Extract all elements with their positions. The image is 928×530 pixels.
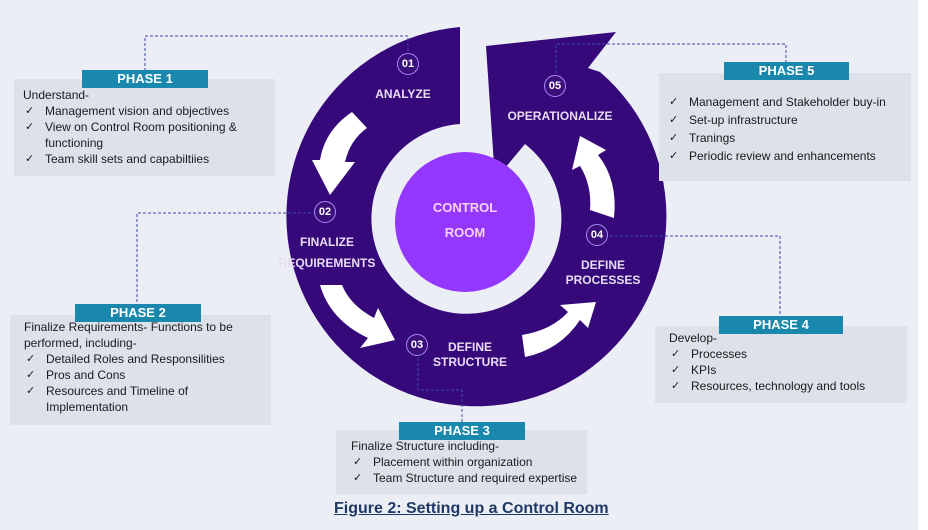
phase-5-item: ✓Tranings	[669, 131, 736, 145]
step-label-line: REQUIREMENTS	[278, 256, 376, 270]
phase-2-item: ✓Pros and Cons	[26, 368, 126, 382]
connectors	[136, 35, 787, 422]
check-icon: ✓	[669, 150, 679, 162]
check-icon: ✓	[671, 348, 681, 360]
phase-5-item: ✓Management and Stakeholder buy-in	[669, 95, 886, 109]
arrow-processes-to-operationalize-icon	[572, 136, 615, 218]
step-label-define-structure: DEFINE STRUCTURE	[425, 340, 515, 370]
phase-2-intro: Finalize Requirements- Functions to be p…	[24, 320, 233, 350]
arrow-finalize-to-structure-icon	[320, 285, 395, 348]
phase-3-tag: PHASE 3	[399, 422, 525, 440]
check-icon: ✓	[669, 114, 679, 126]
step-label-line: PROCESSES	[565, 273, 641, 287]
center-label-line1: CONTROL	[432, 200, 498, 215]
step-label-line: ANALYZE	[375, 87, 431, 101]
step-label-line: OPERATIONALIZE	[507, 109, 613, 123]
phase-2-item: ✓Detailed Roles and Responsilities	[26, 352, 225, 366]
step-number-02: 02	[314, 201, 336, 223]
phase-5-item: ✓Set-up infrastructure	[669, 113, 798, 127]
phase-3-item: ✓Team Structure and required expertise	[353, 471, 578, 485]
phase-3-intro: Finalize Structure including-	[351, 439, 500, 453]
step-number-04: 04	[586, 224, 608, 246]
step-label-line: DEFINE	[447, 340, 492, 354]
check-icon: ✓	[671, 380, 681, 392]
check-icon: ✓	[25, 153, 35, 165]
phase-1-item: ✓Team skill sets and capabiltiies	[25, 152, 210, 166]
arrow-analyze-to-finalize-icon	[312, 112, 367, 195]
phase-5-item: ✓Periodic review and enhancements	[669, 149, 876, 163]
phase-3-item: ✓Placement within organization	[353, 455, 533, 469]
phase-3-box: Finalize Structure including- ✓Placement…	[336, 430, 587, 494]
step-number-01: 01	[397, 53, 419, 75]
phase-1-intro: Understand-	[23, 88, 90, 102]
figure-caption: Figure 2: Setting up a Control Room	[334, 500, 609, 517]
phase-1-item: ✓Management vision and objectives	[25, 104, 230, 118]
phase-4-intro: Develop-	[669, 331, 718, 345]
check-icon: ✓	[26, 385, 36, 397]
check-icon: ✓	[669, 132, 679, 144]
phase-1-tag: PHASE 1	[82, 70, 208, 88]
step-number-03: 03	[406, 334, 428, 356]
phase-5-tag: PHASE 5	[724, 62, 849, 80]
check-icon: ✓	[671, 364, 681, 376]
arrow-structure-to-processes-icon	[522, 302, 596, 357]
connector-phase-2	[136, 212, 316, 305]
connector-phase-4	[610, 235, 781, 316]
phase-4-item: ✓KPIs	[671, 363, 717, 377]
phase-2-item: ✓Resources and Timeline of Implementatio…	[26, 384, 189, 414]
phase-4-box: Develop- ✓Processes ✓KPIs ✓Resources, te…	[655, 326, 907, 403]
step-label-line: STRUCTURE	[433, 355, 507, 369]
phase-1-item: ✓View on Control Room positioning & func…	[25, 120, 237, 150]
check-icon: ✓	[353, 456, 363, 468]
check-icon: ✓	[25, 105, 35, 117]
check-icon: ✓	[669, 96, 679, 108]
phase-2-tag: PHASE 2	[75, 304, 201, 322]
center-label-line2: ROOM	[444, 225, 486, 240]
phase-2-box: Finalize Requirements- Functions to be p…	[10, 315, 271, 425]
step-label-finalize-requirements: FINALIZE REQUIREMENTS	[272, 232, 382, 274]
control-room-circle	[395, 152, 535, 292]
step-label-operationalize: OPERATIONALIZE	[500, 108, 620, 125]
step-label-line: FINALIZE	[300, 235, 354, 249]
step-label-analyze: ANALYZE	[363, 86, 443, 103]
connector-phase-3	[417, 353, 463, 422]
step-label-define-processes: DEFINE PROCESSES	[558, 258, 648, 288]
phase-5-box: ✓Management and Stakeholder buy-in ✓Set-…	[659, 73, 911, 181]
step-label-line: DEFINE	[580, 258, 625, 272]
phase-4-item: ✓Processes	[671, 347, 748, 361]
check-icon: ✓	[353, 472, 363, 484]
check-icon: ✓	[25, 121, 35, 133]
phase-1-box: Understand- ✓Management vision and objec…	[14, 79, 275, 176]
connector-phase-1	[144, 35, 409, 70]
phase-4-tag: PHASE 4	[719, 316, 843, 334]
check-icon: ✓	[26, 369, 36, 381]
step-number-05: 05	[544, 75, 566, 97]
connector-phase-5	[555, 43, 787, 78]
check-icon: ✓	[26, 353, 36, 365]
phase-4-item: ✓Resources, technology and tools	[671, 379, 866, 393]
